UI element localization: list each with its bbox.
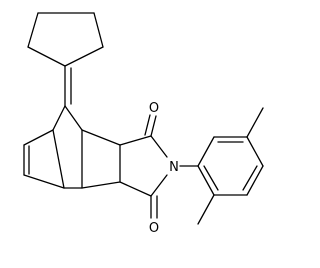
structure-canvas: O N O	[23, 12, 264, 236]
dimethylphenyl-ring	[197, 136, 264, 196]
chemical-structure-diagram: O N O	[23, 12, 264, 236]
oxygen-top-label: O	[149, 101, 159, 116]
bicyclic-framework	[23, 105, 121, 189]
imide-ring	[119, 114, 168, 219]
oxygen-bottom-label: O	[149, 221, 159, 236]
exocyclic-double-bond	[64, 65, 72, 107]
cyclopentylidene-ring	[27, 12, 104, 67]
nitrogen-label: N	[169, 160, 179, 175]
methyl-groups	[197, 107, 264, 225]
